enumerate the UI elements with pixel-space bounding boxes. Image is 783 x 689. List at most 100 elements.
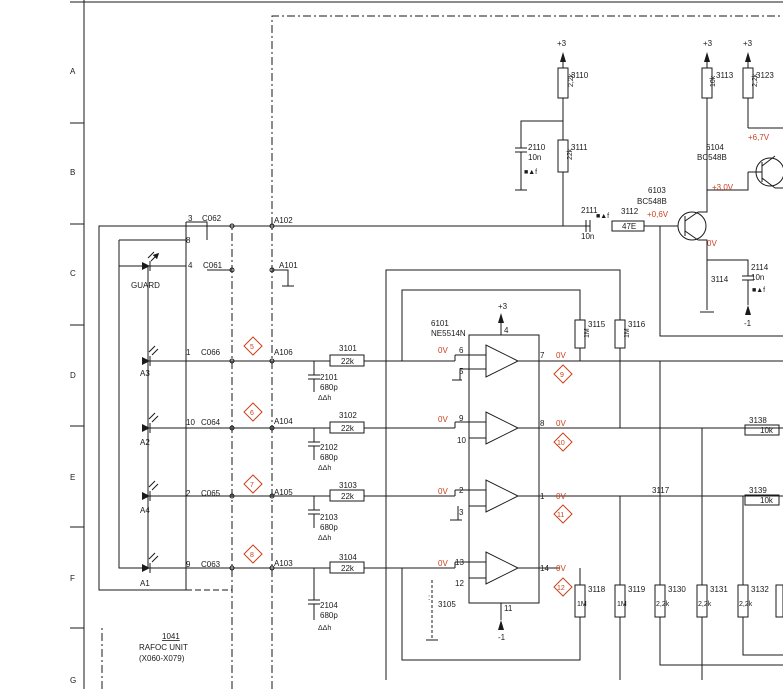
- op3-out-pin: 1: [540, 492, 545, 501]
- r3132-val: 2,2k: [739, 601, 753, 608]
- pin-10: 10: [186, 418, 195, 427]
- c2104-val: 680p: [320, 611, 338, 620]
- op4-vout: 0V: [556, 564, 566, 573]
- op4-vin: 0V: [438, 559, 448, 568]
- c2103-ref: 2103: [320, 513, 338, 522]
- c2104-note: ΔΔh: [318, 625, 331, 632]
- net-a104: A104: [274, 417, 293, 426]
- grid-row-labels: A B C D E F G: [70, 67, 76, 685]
- r3119-ref: 3119: [628, 585, 646, 594]
- guard-led: GUARD: [131, 252, 160, 290]
- pin-3: 3: [188, 214, 193, 223]
- c2103-note: ΔΔh: [318, 535, 331, 542]
- module-number: 1041: [162, 632, 180, 641]
- input-filters: 3101 22k 2101 680p ΔΔh 3102 22k 2102 680…: [308, 344, 455, 632]
- r3112-ref: 3112: [621, 207, 639, 216]
- c2101-ref: 2101: [320, 373, 338, 382]
- r3112-val: 47E: [622, 222, 636, 231]
- pin-1: 1: [186, 348, 191, 357]
- net-a105: A105: [274, 488, 293, 497]
- bottom-resistors: 3118 1M 3119 1M 3130 2,2k 3131 2,2k 3132…: [574, 361, 783, 680]
- tp-10: 10: [557, 440, 565, 447]
- r3115-ref: 3115: [588, 320, 606, 329]
- r3111-val: 22k: [567, 148, 574, 160]
- op2-vin: 0V: [438, 415, 448, 424]
- grid-frame: [70, 0, 783, 689]
- guard-label: GUARD: [131, 281, 160, 290]
- r3131-val: 2,2k: [698, 601, 712, 608]
- op4-ref-pin: 12: [455, 579, 464, 588]
- r3119-val: 1M: [617, 601, 627, 608]
- pin-9: 9: [186, 560, 191, 569]
- grid-row-b: B: [70, 168, 75, 177]
- conn-c063: C063: [201, 560, 221, 569]
- v-3-0: +3,0V: [712, 183, 734, 192]
- tp-11: 11: [557, 512, 564, 519]
- c2102-note: ΔΔh: [318, 465, 331, 472]
- tp-9: 9: [560, 372, 564, 379]
- op2-in-pin: 9: [459, 414, 464, 423]
- module-box: 1041 RAFOC UNIT (X060-X079): [98, 225, 232, 663]
- supply-3123: +3: [743, 39, 753, 48]
- conn-c065: C065: [201, 489, 221, 498]
- op1-in-pin: 6: [459, 346, 464, 355]
- q6104-ref: 6104: [706, 143, 724, 152]
- r3114-ref: 3114: [711, 275, 729, 284]
- c2101-val: 680p: [320, 383, 338, 392]
- c2111-note: ■▲f: [596, 213, 609, 220]
- ic-part: NE5514N: [431, 329, 466, 338]
- op3-in-pin: 2: [459, 486, 464, 495]
- q6104-type: BC548B: [697, 153, 727, 162]
- conn-c066: C066: [201, 348, 221, 357]
- c2114-val: 10n: [751, 273, 764, 282]
- conn-c061: C061: [203, 261, 223, 270]
- r3130-val: 2,2k: [656, 601, 670, 608]
- connector-labels: 3 8 4 C062 C061 A102 A101 1 C066 A106 10…: [186, 214, 298, 569]
- svg-text::: :: [428, 593, 430, 602]
- ic-vcc-pin: 4: [504, 326, 509, 335]
- op3-vin: 0V: [438, 487, 448, 496]
- supply-3110: +3: [557, 39, 567, 48]
- r3139-val: 10k: [760, 496, 774, 505]
- grid-row-e: E: [70, 473, 75, 482]
- c2102-ref: 2102: [320, 443, 338, 452]
- ic-ref: 6101: [431, 319, 449, 328]
- op2-out-pin: 8: [540, 419, 545, 428]
- r3116-val: 1M: [624, 328, 631, 338]
- r3138-val: 10k: [760, 426, 774, 435]
- v-6-7: +6,7V: [748, 133, 770, 142]
- r3113-ref: 3113: [716, 71, 734, 80]
- q6103-type: BC548B: [637, 197, 667, 206]
- r3117-ref: 3117: [652, 486, 670, 495]
- net-a103: A103: [274, 559, 293, 568]
- op2-ref-pin: 10: [457, 436, 466, 445]
- grid-row-d: D: [70, 371, 76, 380]
- led-a2-label: A2: [140, 438, 150, 447]
- net-a106: A106: [274, 348, 293, 357]
- led-a2: A2: [140, 412, 159, 447]
- r3101-ref: 3101: [339, 344, 357, 353]
- c2110-val: 10n: [528, 153, 541, 162]
- net-a101: A101: [279, 261, 298, 270]
- module-name: RAFOC UNIT: [139, 643, 188, 652]
- grid-row-g: G: [70, 676, 76, 685]
- grid-row-c: C: [70, 269, 76, 278]
- r3104-ref: 3104: [339, 553, 357, 562]
- grid-row-f: F: [70, 574, 75, 583]
- feedback-resistors: 1M 3115 1M 3116: [574, 319, 646, 428]
- r3132-ref: 3132: [751, 585, 769, 594]
- tp-12: 12: [557, 585, 565, 592]
- led-a3-label: A3: [140, 369, 150, 378]
- op3-vout: 0V: [556, 492, 566, 501]
- r3118-val: 1M: [577, 601, 587, 608]
- led-a1: A1: [140, 552, 159, 588]
- r3110-val: 2,2k: [568, 73, 575, 87]
- c2110-ref: 2110: [528, 143, 546, 152]
- pin-4: 4: [188, 261, 193, 270]
- tp-8: 8: [250, 552, 254, 559]
- r3104-val: 22k: [341, 564, 355, 573]
- led-a1-label: A1: [140, 579, 150, 588]
- bias-network: +3 2,2k 3110 22k 3111 2110 10n ■▲f 2111 …: [515, 39, 783, 337]
- r3138-ref: 3138: [749, 416, 767, 425]
